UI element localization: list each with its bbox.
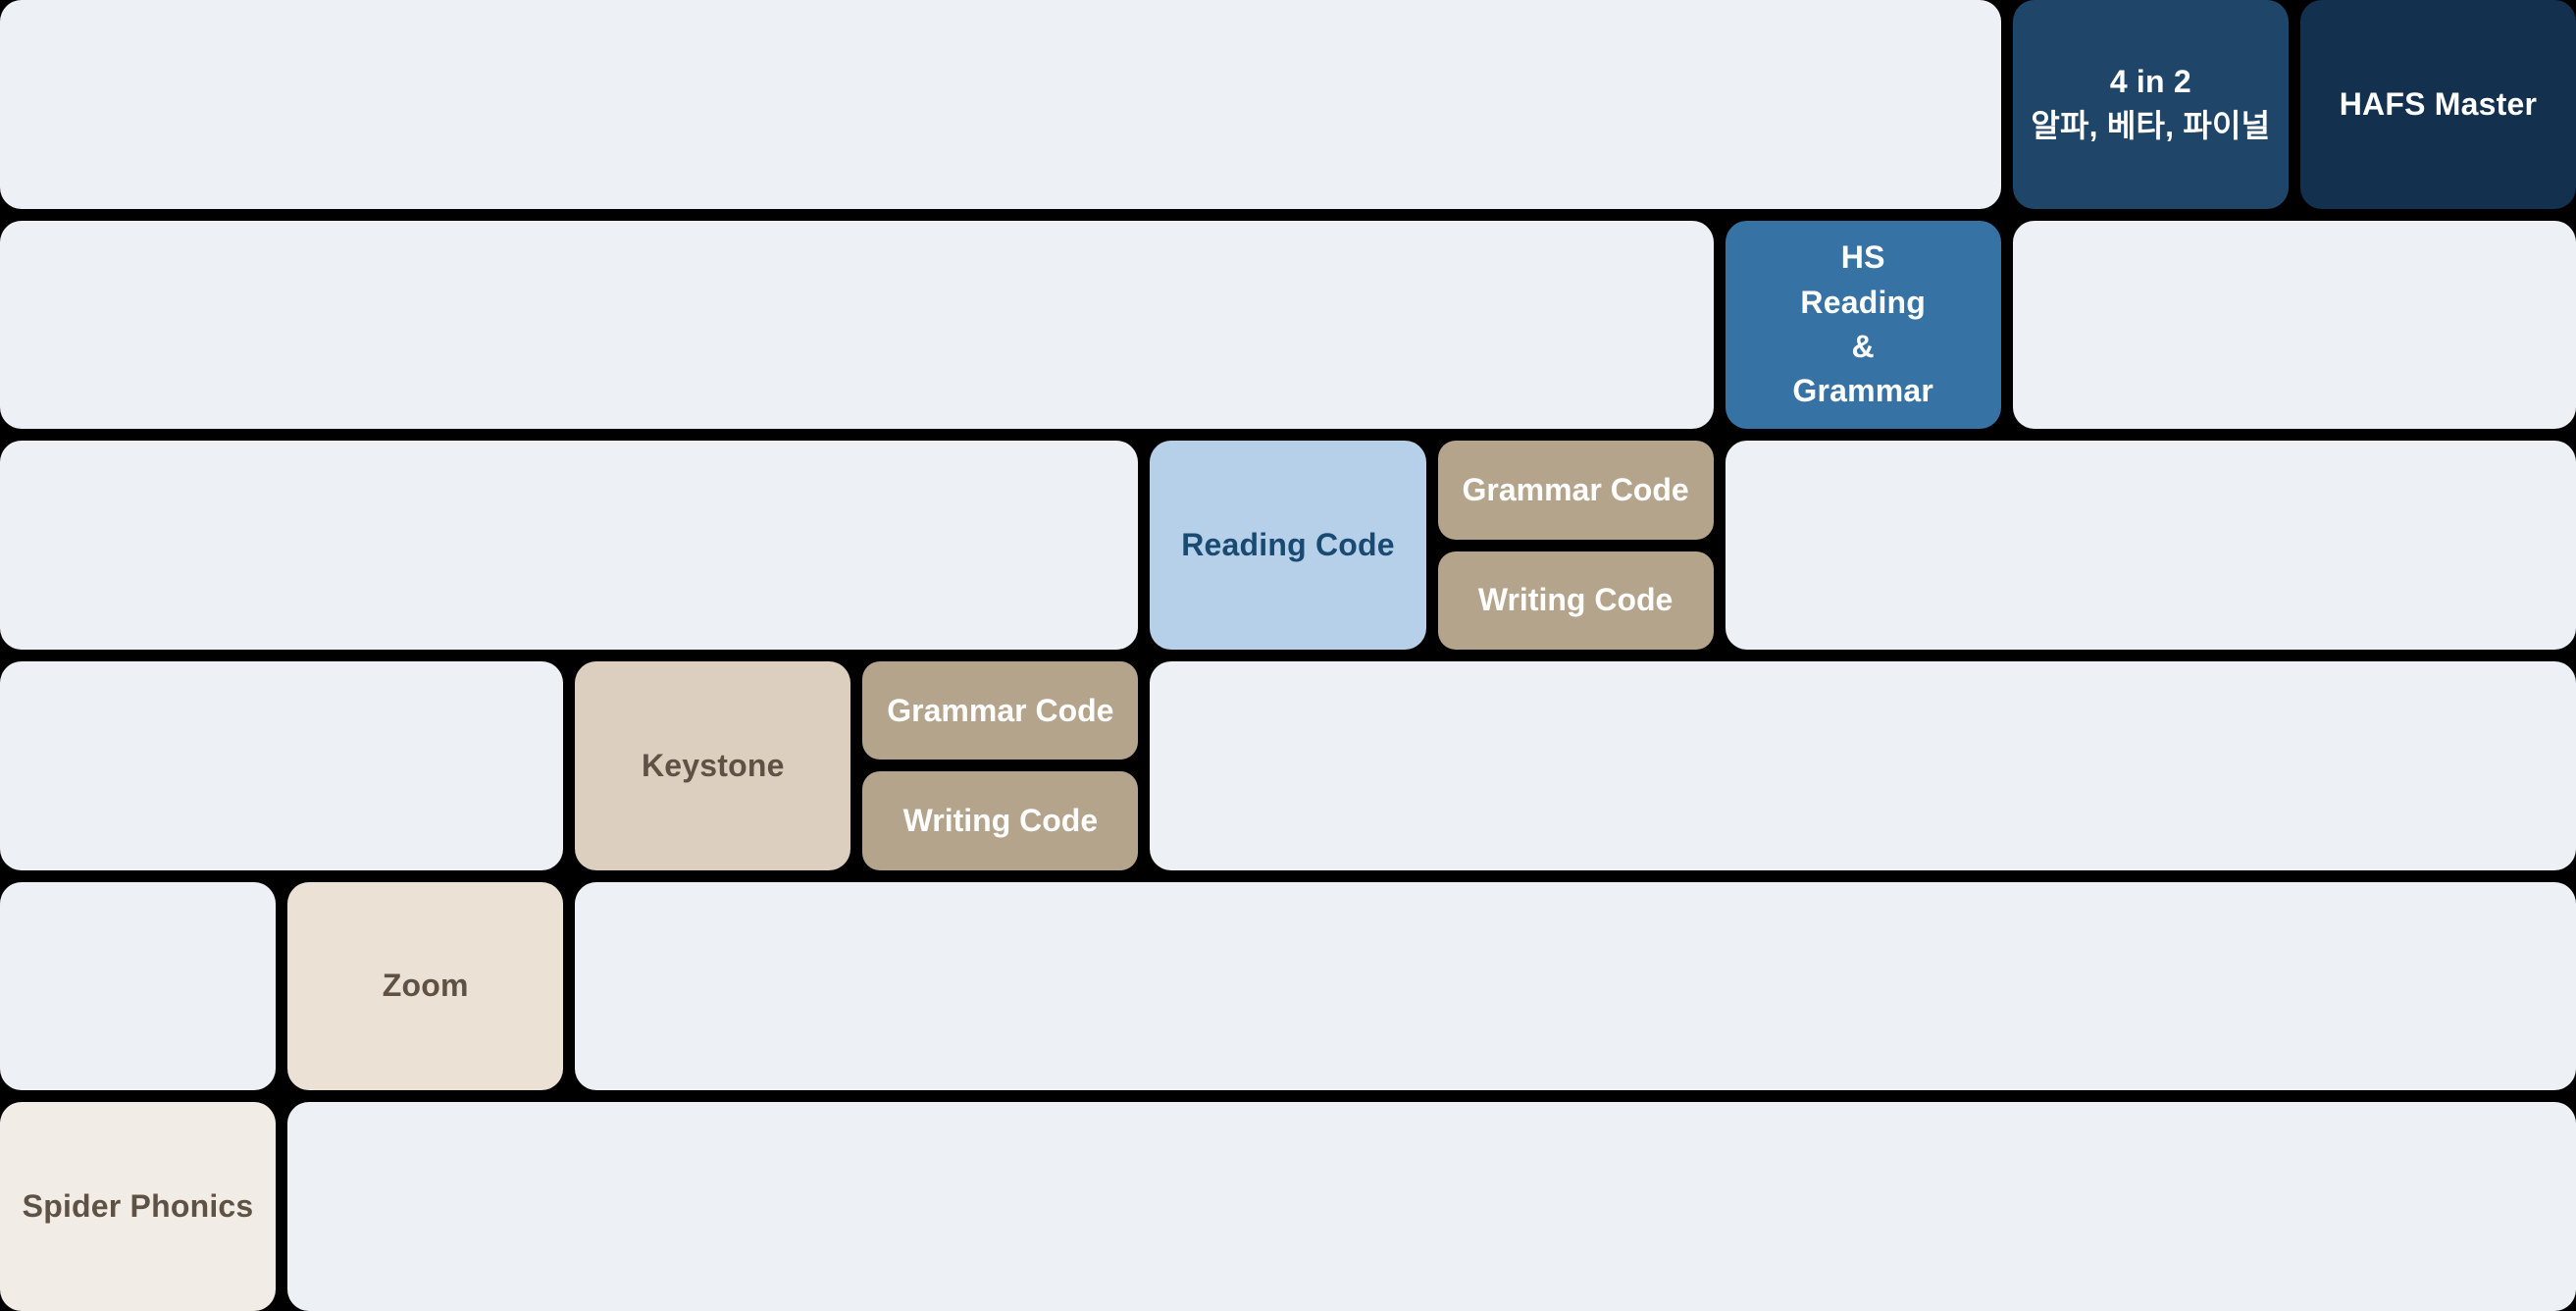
course-label-4-in-2-line2: 알파, 베타, 파이널 — [2031, 108, 2271, 144]
course-label-grammar-code-lower: Grammar Code — [887, 692, 1114, 728]
course-label-writing-code-lower: Writing Code — [902, 802, 1099, 838]
course-stack-row3: Grammar Code Writing Code — [1437, 441, 1714, 651]
course-box-spider-phonics: Spider Phonics — [0, 1102, 277, 1311]
empty-panel-row2-left — [0, 220, 1714, 430]
course-box-grammar-code-lower: Grammar Code — [862, 661, 1139, 760]
empty-panel-row3-right — [1725, 441, 2576, 650]
course-label-spider-phonics: Spider Phonics — [22, 1187, 254, 1224]
course-box-writing-code-upper: Writing Code — [1437, 551, 1714, 651]
course-box-grammar-code-upper: Grammar Code — [1437, 441, 1714, 540]
empty-panel-row1 — [0, 0, 2001, 209]
course-label-hs-line3: & — [1851, 328, 1875, 364]
course-box-writing-code-lower: Writing Code — [862, 771, 1139, 870]
empty-panel-row6-right — [287, 1102, 2576, 1311]
empty-panel-row5-right — [575, 881, 2576, 1091]
course-box-4-in-2: 4 in 2 알파, 베타, 파이널 — [2012, 0, 2289, 209]
course-label-keystone: Keystone — [641, 747, 785, 783]
empty-panel-row5-left — [0, 881, 277, 1091]
course-box-reading-code: Reading Code — [1150, 441, 1426, 650]
course-label-hafs-master: HAFS Master — [2339, 85, 2538, 122]
empty-panel-row2-right — [2012, 220, 2576, 430]
empty-panel-row4-right — [1150, 661, 2576, 870]
course-label-hs-line2: Reading — [1800, 284, 1927, 320]
course-label-reading-code: Reading Code — [1181, 526, 1395, 562]
course-box-keystone: Keystone — [575, 661, 851, 870]
course-label-4-in-2-line1: 4 in 2 — [2109, 63, 2191, 99]
course-label-zoom: Zoom — [382, 968, 469, 1004]
course-label-hs-line4: Grammar — [1792, 373, 1934, 409]
empty-panel-row3-left — [0, 441, 1139, 650]
course-stack-row4: Grammar Code Writing Code — [862, 661, 1139, 870]
course-label-writing-code-upper: Writing Code — [1477, 582, 1674, 618]
course-box-hafs-master: HAFS Master — [2299, 0, 2576, 209]
course-box-zoom: Zoom — [287, 881, 564, 1091]
empty-panel-row4-left — [0, 661, 564, 870]
course-box-hs-reading-grammar: HS Reading & Grammar — [1725, 220, 2001, 430]
course-label-grammar-code-upper: Grammar Code — [1462, 472, 1689, 507]
course-label-hs-line1: HS — [1840, 239, 1885, 276]
